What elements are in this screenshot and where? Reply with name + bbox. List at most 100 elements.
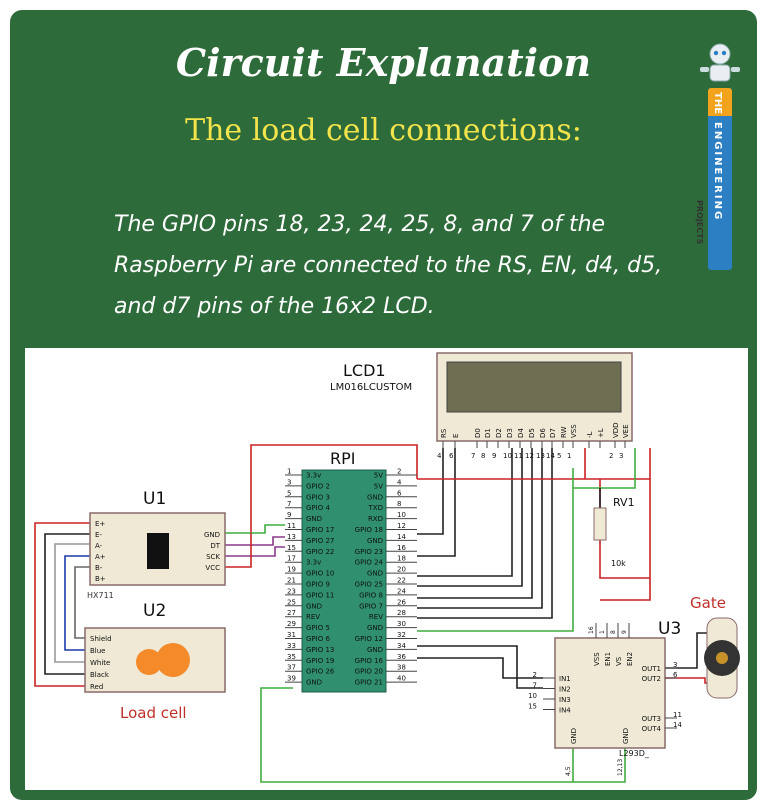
hx711-left-pin-label: B- [95, 564, 103, 572]
hx711-left-pin-label: B+ [95, 575, 106, 583]
rpi-right-pin-number: 14 [397, 533, 406, 541]
rpi-right-pin-number: 8 [397, 500, 401, 508]
load-cell-pin-label: Blue [90, 647, 106, 655]
rpi-left-pin-number: 35 [287, 653, 296, 661]
rpi-left-pin-label: GPIO 19 [306, 657, 334, 665]
rpi-left-pin-label: REV [306, 613, 320, 621]
rpi-ref: RPI [330, 449, 355, 468]
rpi-left-pin-label: GND [306, 515, 322, 523]
gate-motor [704, 617, 740, 699]
page-title: Circuit Explanation [175, 40, 592, 85]
u3-left-pin-number: 15 [528, 703, 537, 711]
u3-top-pin-number: 8 [610, 630, 617, 634]
rpi-left-pin-label: GPIO 26 [306, 668, 335, 676]
lcd-pin-label: VDD [612, 422, 620, 438]
rpi-right-pin-label: GND [367, 570, 383, 578]
rpi-right-pin-label: GND [367, 537, 383, 545]
logo-text-engineering: ENGINEERING [712, 122, 723, 222]
rpi-right-pin-label: GPIO 23 [355, 548, 383, 556]
rpi-right-pin-number: 18 [397, 555, 406, 563]
rpi-right-pin-number: 22 [397, 577, 406, 585]
rpi-right-pin-label: GPIO 18 [355, 526, 383, 534]
load-cell-pin-label: Black [90, 671, 110, 679]
rpi-right-pin-number: 24 [397, 587, 406, 595]
rpi-right-pin-label: GPIO 12 [355, 635, 383, 643]
rpi-right-pin-label: GPIO 20 [355, 668, 383, 676]
u3-top-pin-number: 16 [588, 626, 595, 634]
rv1-value: 10k [611, 559, 626, 568]
u3-part: L293D_ [619, 749, 650, 758]
rpi-left-pin-number: 27 [287, 609, 296, 617]
lcd-pin-number: 13 [536, 452, 545, 460]
engineering-projects-logo: THE ENGINEERING PROJECTS [690, 40, 740, 270]
lcd-pin-label: D3 [506, 428, 514, 438]
lcd-module: RS4E6D07D18D29D310D411D512D613D714RW5VSS… [436, 352, 633, 460]
lcd-pin-label: RS [440, 428, 448, 438]
rpi-right-pin-label: GPIO 25 [355, 581, 383, 589]
load-cell-pin-label: Red [90, 683, 103, 691]
u3-ref: U3 [658, 619, 681, 639]
u3-bottom-pin-number: 4,5 [565, 766, 572, 776]
rpi-right-pin-label: GPIO 16 [355, 657, 384, 665]
rpi-left-pin-number: 5 [287, 489, 291, 497]
u1-part: HX711 [87, 591, 114, 600]
rpi-left-pin-label: GPIO 3 [306, 493, 330, 501]
u3-right-pin-label: OUT2 [642, 675, 661, 683]
lcd-ref: LCD1 [343, 361, 386, 380]
rpi-left-pin-label: 3.3v [306, 559, 321, 567]
u3-left-pin-number: 2 [533, 671, 537, 679]
lcd-pin-number: 9 [492, 452, 496, 460]
rpi-right-pin-number: 28 [397, 609, 406, 617]
rpi-left-pin-number: 37 [287, 664, 296, 672]
rpi-left-pin-label: GND [306, 602, 322, 610]
rpi-left-pin-number: 33 [287, 642, 296, 650]
lcd-pin-number: 7 [471, 452, 475, 460]
u3-bottom-pin-label: GND [570, 728, 578, 744]
u2-ref: U2 [143, 601, 166, 621]
u3-left-pin-number: 10 [528, 692, 537, 700]
rpi-left-pin-label: GPIO 13 [306, 646, 334, 654]
lcd-pin-label: D4 [517, 428, 525, 438]
rpi-right-pin-label: GND [367, 624, 383, 632]
circuit-schematic: RS4E6D07D18D29D310D411D512D613D714RW5VSS… [34, 352, 740, 783]
rpi-right-pin-number: 16 [397, 544, 406, 552]
section-subtitle: The load cell connections: [185, 113, 582, 148]
rpi-left-pin-number: 7 [287, 500, 291, 508]
u3-right-pin-number: 6 [673, 671, 678, 679]
rpi-left-pin-label: GPIO 9 [306, 581, 330, 589]
hx711-left-pin-label: A- [95, 542, 103, 550]
hx711-left-pin-label: E+ [95, 520, 105, 528]
rpi-left-pin-number: 25 [287, 598, 296, 606]
lcd-pin-label: E [452, 434, 460, 438]
lcd-pin-label: D6 [539, 428, 547, 438]
lcd-pin-label: D5 [528, 428, 536, 438]
lcd-pin-label: +L [597, 428, 605, 438]
hx711-left-pin-label: E- [95, 531, 102, 539]
u3-top-pin-number: 9 [621, 630, 628, 634]
rpi-left-pin-label: GPIO 6 [306, 635, 330, 643]
hx711-right-pin-label: DT [210, 542, 220, 550]
lcd-pin-label: D0 [474, 428, 482, 438]
rpi-right-pin-number: 6 [397, 489, 402, 497]
rpi-right-pin-number: 12 [397, 522, 406, 530]
rpi-right-pin-number: 34 [397, 642, 406, 650]
u3-left-pin-label: IN1 [559, 675, 571, 683]
u3-right-pin-number: 3 [673, 661, 677, 669]
rpi-right-pin-number: 26 [397, 598, 406, 606]
hx711-left-pin-label: A+ [95, 553, 106, 561]
rpi-right-pin-number: 32 [397, 631, 406, 639]
gate-label: Gate [690, 594, 726, 612]
u3-left-pin-number: 7 [533, 682, 537, 690]
rpi-right-pin-label: GPIO 8 [359, 591, 383, 599]
rpi-right-pin-label: 5V [374, 472, 383, 480]
lcd-pin-number: 11 [514, 452, 523, 460]
lcd-pin-number: 4 [437, 452, 442, 460]
rpi-left-pin-label: GPIO 22 [306, 548, 334, 556]
rpi-left-pin-label: GPIO 5 [306, 624, 330, 632]
rpi-right-pin-number: 40 [397, 675, 406, 683]
rpi-left-pin-number: 9 [287, 511, 291, 519]
lcd-pin-label: VEE [622, 424, 630, 438]
load-cell-pin-label: White [90, 659, 110, 667]
